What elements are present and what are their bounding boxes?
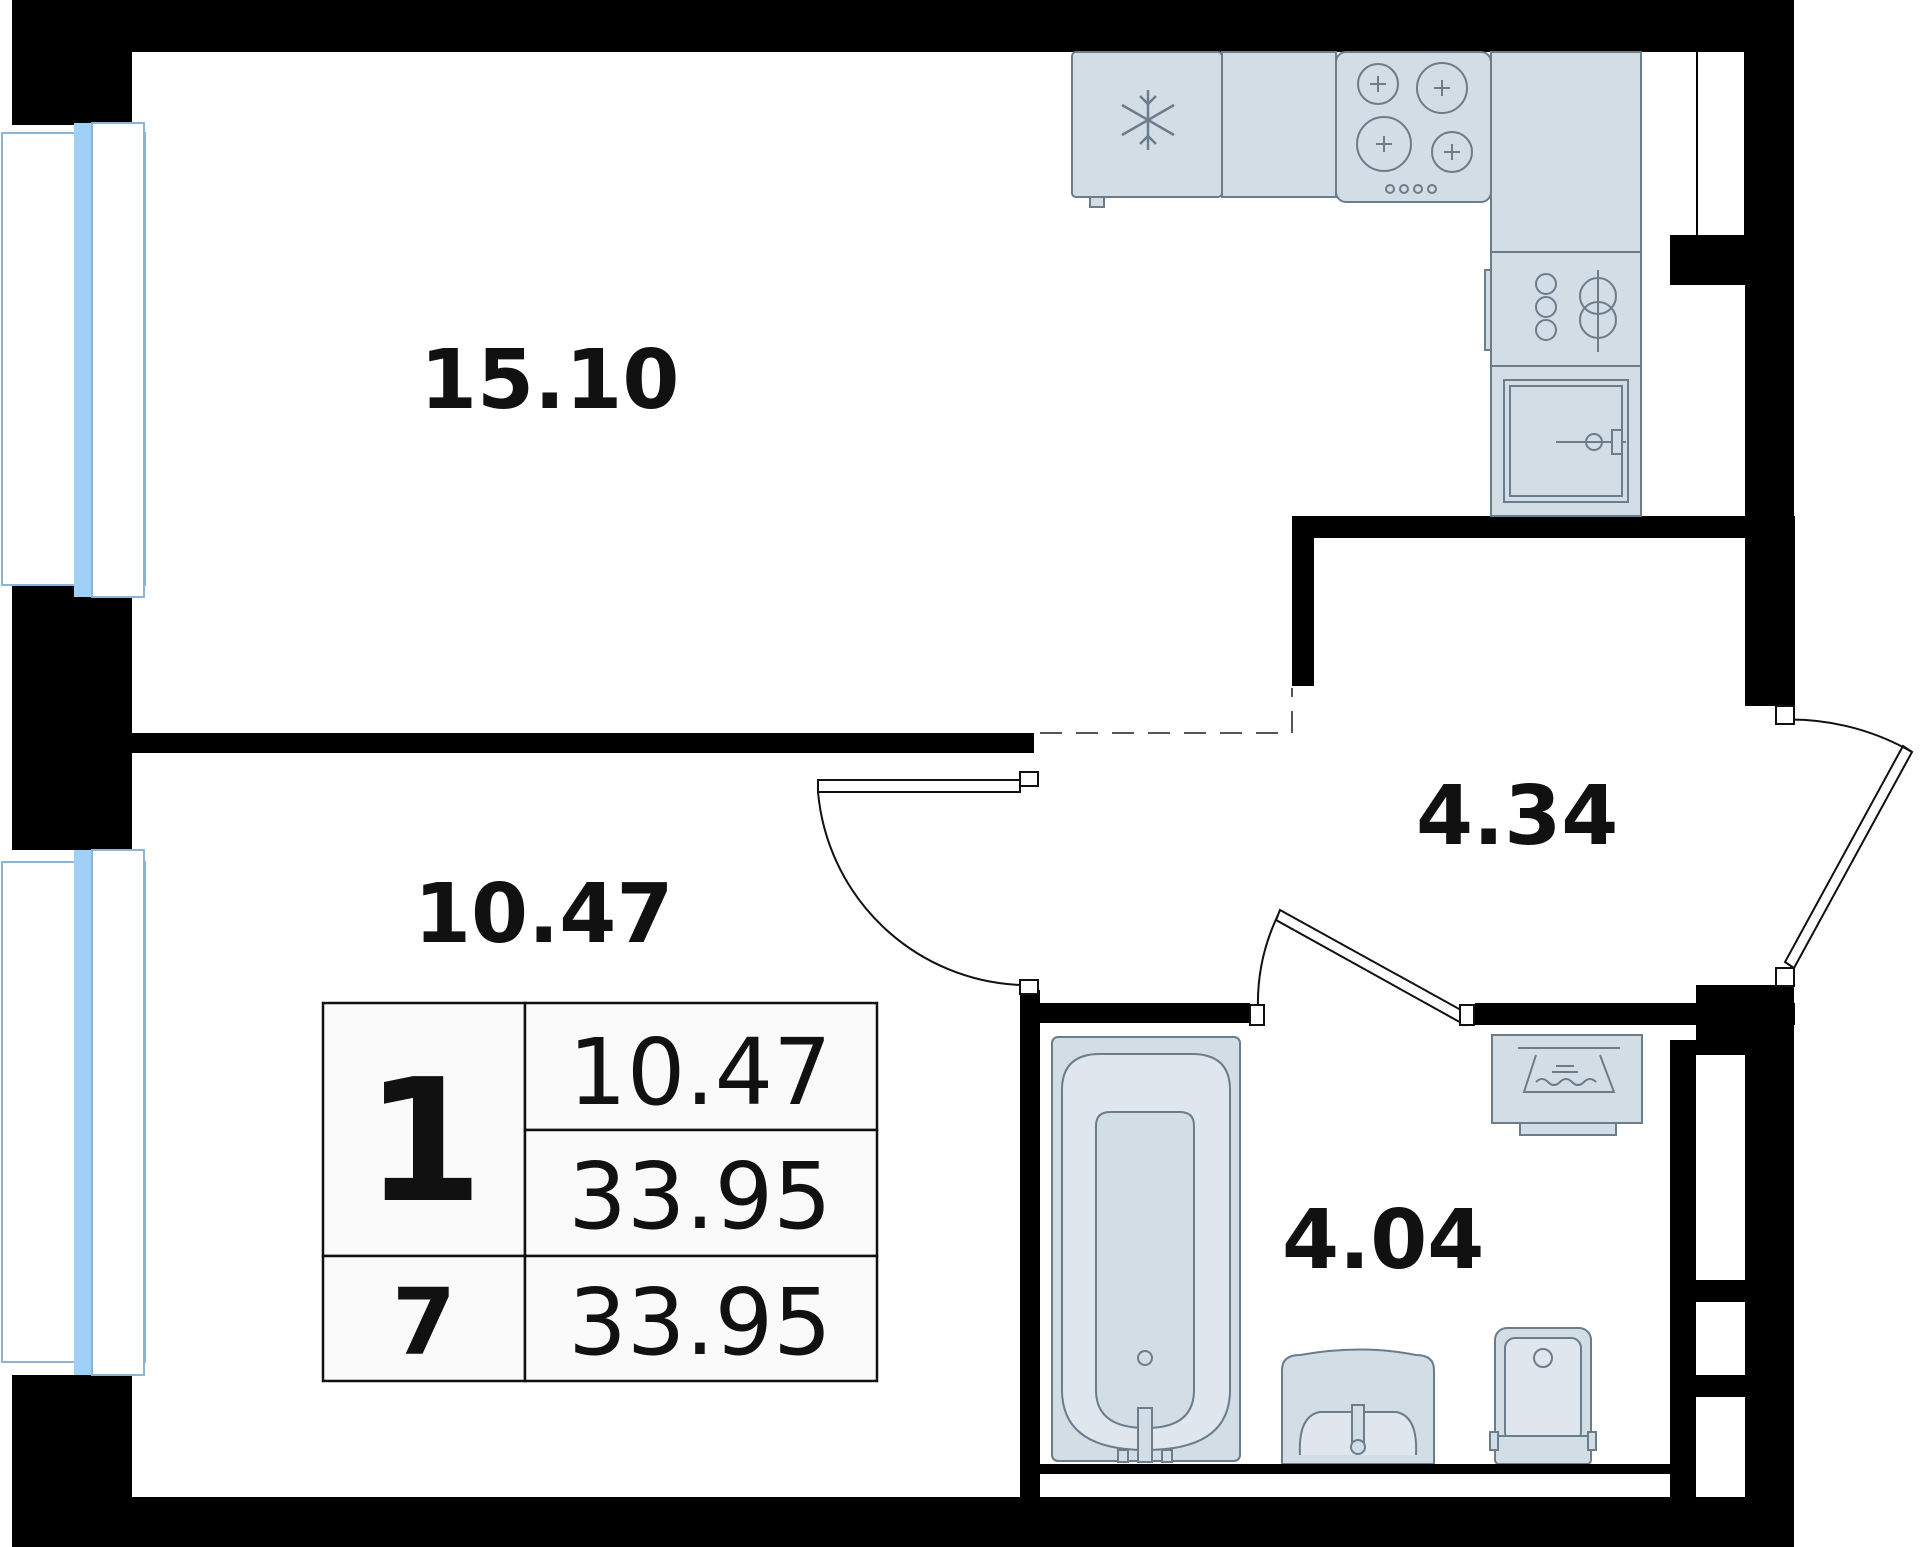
right-windows	[1698, 52, 1744, 1495]
floor-number: 7	[392, 1269, 456, 1376]
dishwasher	[1490, 251, 1642, 367]
washbasin-icon	[1281, 1348, 1435, 1465]
living-area-value: 10.47	[568, 1019, 831, 1126]
entrance-door[interactable]	[1774, 705, 1914, 987]
bedroom-door[interactable]	[817, 771, 1039, 995]
dishwasher-icon	[1535, 270, 1617, 352]
toilet-icon	[1489, 1327, 1597, 1465]
room-area-hallway: 4.34	[1416, 769, 1618, 864]
kitchen-fixtures	[1071, 51, 1642, 517]
bathroom-ledge	[1040, 1464, 1692, 1474]
room-area-bedroom: 10.47	[414, 867, 673, 962]
room-area-bathroom: 4.04	[1282, 1193, 1484, 1288]
sink-icon	[1503, 379, 1629, 503]
total-area-value-2: 33.95	[568, 1269, 831, 1376]
stove	[1335, 51, 1492, 203]
left-window-bottom	[1, 849, 146, 1376]
room-area-living: 15.10	[420, 333, 679, 428]
stove-icon	[1356, 62, 1473, 194]
bathroom-fixtures	[1051, 1034, 1643, 1465]
rooms-count: 1	[365, 1043, 483, 1241]
summary-table	[321, 1001, 879, 1383]
total-area-value: 33.95	[568, 1143, 831, 1250]
opening-dashed-line	[1040, 688, 1293, 734]
dryer-icon	[1491, 1034, 1643, 1136]
left-window-top	[1, 122, 146, 598]
walls	[12, 0, 1795, 1547]
snowflake-icon	[1121, 90, 1175, 150]
bathtub-icon	[1051, 1036, 1241, 1463]
bathroom-door[interactable]	[1249, 908, 1475, 1027]
